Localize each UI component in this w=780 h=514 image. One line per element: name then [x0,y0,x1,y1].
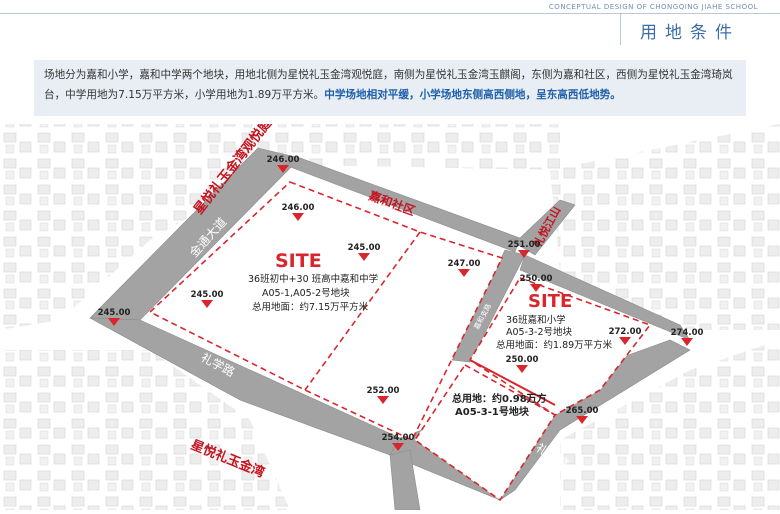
elevation-label-e1: 246.00 [267,155,300,165]
primary-school-boundary [468,277,652,416]
middle-school-divider [304,231,421,391]
header-rule [0,13,780,14]
primary-site-line3: 总用地面：约1.89万平方米 [496,339,613,351]
elevation-marker-e1 [277,165,289,173]
elevation-label-e6: 247.00 [448,259,481,269]
header-subtitle: CONCEPTUAL DESIGN OF CHONGQING JIAHE SCH… [548,3,758,11]
site-map: 星悦礼玉金湾观悦庭 星悦礼玉金湾 嘉和社区 金通大道 礼学路 礼岱路 礼悦江山 … [0,115,780,511]
site-map-svg: 星悦礼玉金湾观悦庭 星悦礼玉金湾 嘉和社区 金通大道 礼学路 礼岱路 礼悦江山 … [0,115,780,511]
elevation-label-e5: 245.00 [191,290,224,300]
primary-site-line1: 36班嘉和小学 [506,314,566,326]
elevation-label-e8: 250.00 [520,274,553,284]
elevation-marker-e8 [530,284,542,292]
primary-school-plot [470,278,650,415]
elevation-label-e11: 250.00 [506,355,539,365]
elevation-label-e3: 245.00 [348,243,381,253]
middle-site-title: SITE [275,250,322,272]
west-residential-buildings [0,124,160,330]
elevation-label-e2: 246.00 [282,203,315,213]
elevation-label-e9: 272.00 [609,327,642,337]
south-plot-boundary [413,363,557,502]
north-residential-buildings [150,124,560,240]
south-residential-buildings [0,350,290,510]
description-box: 场地分为嘉和小学，嘉和中学两个地块，用地北侧为星悦礼玉金湾观悦庭，南侧为星悦礼玉… [34,60,746,116]
elevation-label-e12: 252.00 [367,386,400,396]
south-plot [415,365,555,500]
middle-school-west-plot [150,182,420,390]
primary-site-title: SITE [528,291,572,312]
elevation-marker-e6 [458,269,470,277]
elevation-label-e4: 245.00 [98,308,131,318]
elevation-marker-e10 [681,338,693,346]
south-plot-solid-edge [469,359,556,406]
elevation-marker-e2 [292,213,304,221]
south-plot-line2: A05-3-1号地块 [455,405,530,418]
middle-site-line2: A05-1,A05-2号地块 [262,287,350,299]
middle-site-line1: 36班初中+30 班高中嘉和中学 [248,273,378,285]
elevation-marker-e7 [518,250,530,258]
elevation-label-e14: 265.00 [566,406,599,416]
southeast-buildings [560,340,780,510]
middle-school-east-plot [305,232,502,440]
description-text: 场地分为嘉和小学，嘉和中学两个地块，用地北侧为星悦礼玉金湾观悦庭，南侧为星悦礼玉… [44,69,733,101]
elevation-label-e7: 251.00 [508,240,541,250]
south-plot-line1: 总用地：约0.98万方 [452,392,547,405]
elevation-markers: 246.00 246.00 245.00 245.00 245.00 247.00 251.… [98,155,704,451]
elevation-marker-e9 [619,337,631,345]
elevation-marker-e13 [392,443,404,451]
page-title: 用地条件 [640,23,740,43]
elevation-marker-e5 [201,300,213,308]
elevation-marker-e4 [108,318,120,326]
header-divider [620,13,621,45]
elevation-marker-e11 [516,365,528,373]
primary-site-line2: A05-3-2号地块 [506,326,573,338]
east-residential-buildings [550,124,780,330]
elevation-marker-e3 [358,253,370,261]
liyuejiang-road [509,199,576,256]
elevation-label-e13: 254.00 [382,433,415,443]
elevation-marker-e14 [576,416,588,424]
elevation-label-e10: 274.00 [671,328,704,338]
middle-site-line3: 总用地面：约7.15万平方米 [252,301,369,313]
elevation-marker-e12 [377,396,389,404]
description-highlight: 中学场地相对平缓，小学场地东侧高西侧地，呈东高西低地势。 [324,89,621,101]
site-boundaries [148,181,652,502]
